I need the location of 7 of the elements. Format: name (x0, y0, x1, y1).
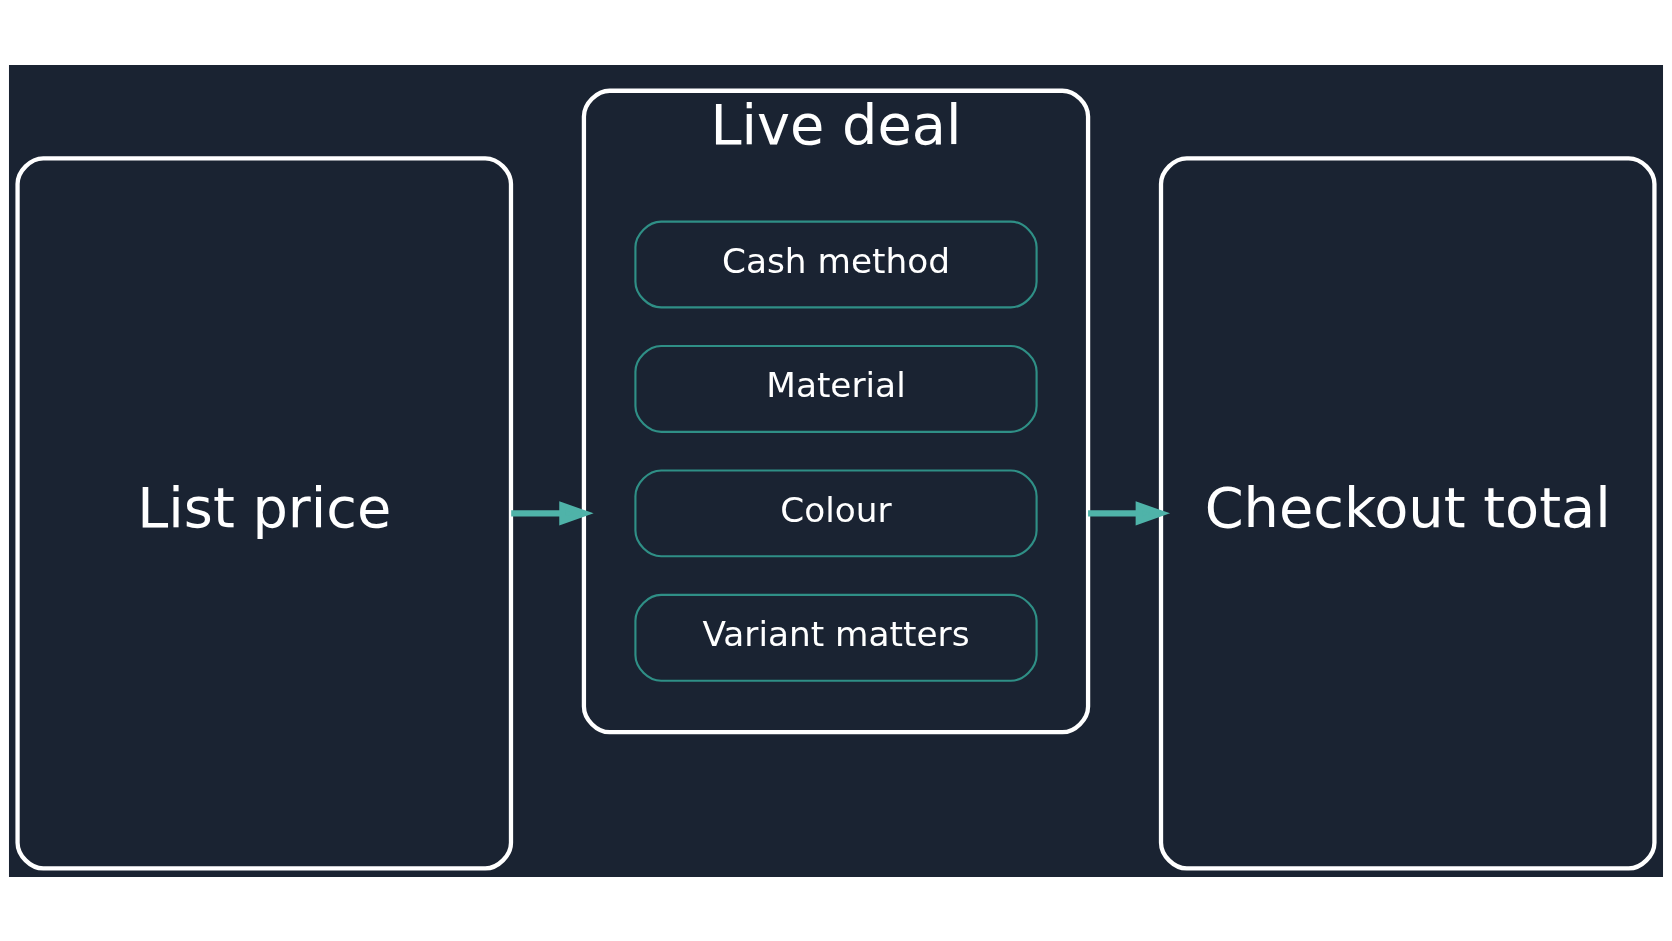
node-box: Variant matters (634, 593, 1038, 682)
node-box: Material (634, 344, 1038, 433)
node-box: Cash method (634, 220, 1038, 308)
node-box: List price (15, 155, 514, 871)
node-box: Colour (634, 468, 1038, 557)
node-box: Checkout total (1158, 155, 1657, 871)
arrow (1088, 500, 1171, 525)
